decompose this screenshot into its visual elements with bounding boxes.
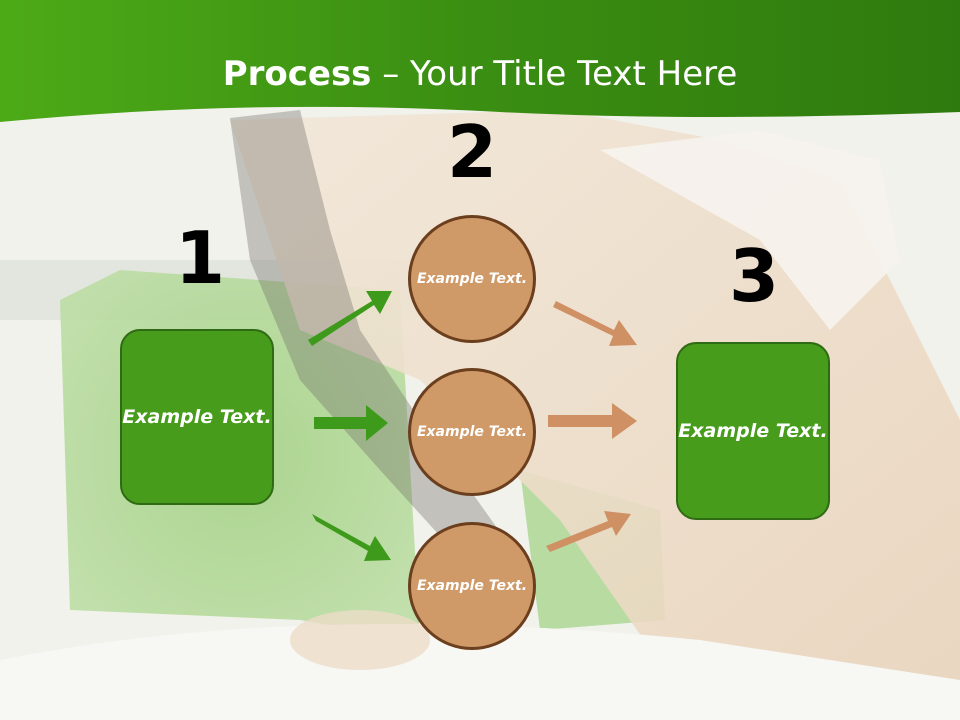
step-3-box: Example Text. <box>676 342 830 520</box>
step-number-3: 3 <box>728 234 780 318</box>
step-1-box: Example Text. <box>120 329 274 505</box>
title-bold: Process <box>222 54 372 94</box>
title-rest: – Your Title Text Here <box>371 54 738 94</box>
circle-middle: Example Text. <box>408 368 536 496</box>
step-number-2: 2 <box>446 110 498 194</box>
circle-top: Example Text. <box>408 215 536 343</box>
slide-title: Process – Your Title Text Here <box>0 52 960 96</box>
step-number-1: 1 <box>174 216 226 300</box>
circle-bottom: Example Text. <box>408 522 536 650</box>
